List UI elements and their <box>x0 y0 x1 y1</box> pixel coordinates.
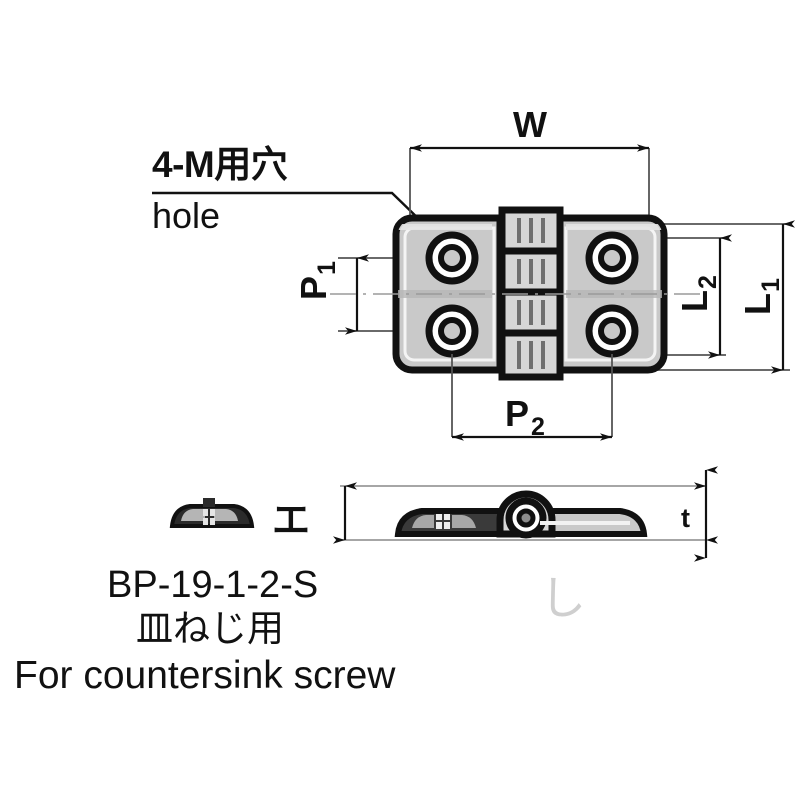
side-countersink-right <box>452 515 476 528</box>
plan-left-leaf-shading <box>398 224 492 298</box>
l1-subscript: 1 <box>757 278 785 292</box>
thumbnail-knuckle-b <box>210 509 215 516</box>
thumbnail-knuckle-a <box>203 509 208 516</box>
t-label: t <box>681 503 690 533</box>
dimension-w: W <box>409 104 650 218</box>
l1-label-group: L 1 <box>737 278 785 315</box>
countersink-hole-icon[interactable] <box>585 304 639 358</box>
p1-label-group: P 1 <box>293 261 341 300</box>
thumbnail-knuckle-top <box>203 498 215 507</box>
callout-leader-line <box>152 191 425 225</box>
p2-label-group: P 2 <box>505 393 545 441</box>
p2-label: P <box>505 393 529 434</box>
dimension-t: t <box>681 466 718 562</box>
part-name-jp: 皿ねじ用 <box>136 608 284 649</box>
side-knuckle-slot-a <box>436 514 442 520</box>
hinge-knuckle-icon <box>498 206 564 381</box>
callout-hole: 4-M用穴 hole <box>152 144 425 236</box>
side-countersink-left <box>412 515 434 528</box>
dimension-p2: P 2 <box>451 354 613 441</box>
part-code: BP-19-1-2-S <box>107 564 318 606</box>
l2-label-group: L 2 <box>674 275 722 312</box>
thumbnail-knuckle-c <box>203 518 208 525</box>
side-knuckle-slot-d <box>444 522 450 529</box>
l2-label: L <box>674 290 715 312</box>
part-name-en: For countersink screw <box>14 654 396 697</box>
p1-subscript: 1 <box>313 261 341 275</box>
side-knuckle-slot-b <box>444 514 450 520</box>
callout-line1: 4-M用穴 <box>152 144 288 185</box>
side-view: t し <box>333 466 718 624</box>
height-label: エ <box>272 500 310 542</box>
l1-label: L <box>737 293 778 315</box>
thumbnail-knuckle-d <box>210 518 215 525</box>
dimension-l1: L 1 <box>640 220 795 374</box>
callout-line2: hole <box>152 195 220 236</box>
p1-label: P <box>293 276 334 300</box>
thumbnail-facet-right <box>214 509 238 521</box>
dimension-p1: P 1 <box>293 254 430 335</box>
p2-subscript: 2 <box>531 413 545 441</box>
side-knuckle-slot-c <box>436 522 442 529</box>
w-label: W <box>513 104 547 145</box>
countersink-hole-icon[interactable] <box>425 304 479 358</box>
ghost-mark: し <box>540 572 586 624</box>
plan-view <box>330 206 700 381</box>
countersink-hole-group <box>425 231 639 358</box>
part-label-block: BP-19-1-2-S 皿ねじ用 For countersink screw <box>14 564 396 697</box>
thumbnail-facet-left <box>181 509 205 521</box>
hinge-side-thumbnail-icon <box>169 498 255 528</box>
countersink-hole-icon[interactable] <box>425 231 479 285</box>
l2-subscript: 2 <box>694 275 722 289</box>
side-pin-hole <box>516 508 536 528</box>
side-knuckle-barrel <box>496 490 556 539</box>
countersink-hole-icon[interactable] <box>585 231 639 285</box>
knuckle-hatching <box>517 218 545 369</box>
